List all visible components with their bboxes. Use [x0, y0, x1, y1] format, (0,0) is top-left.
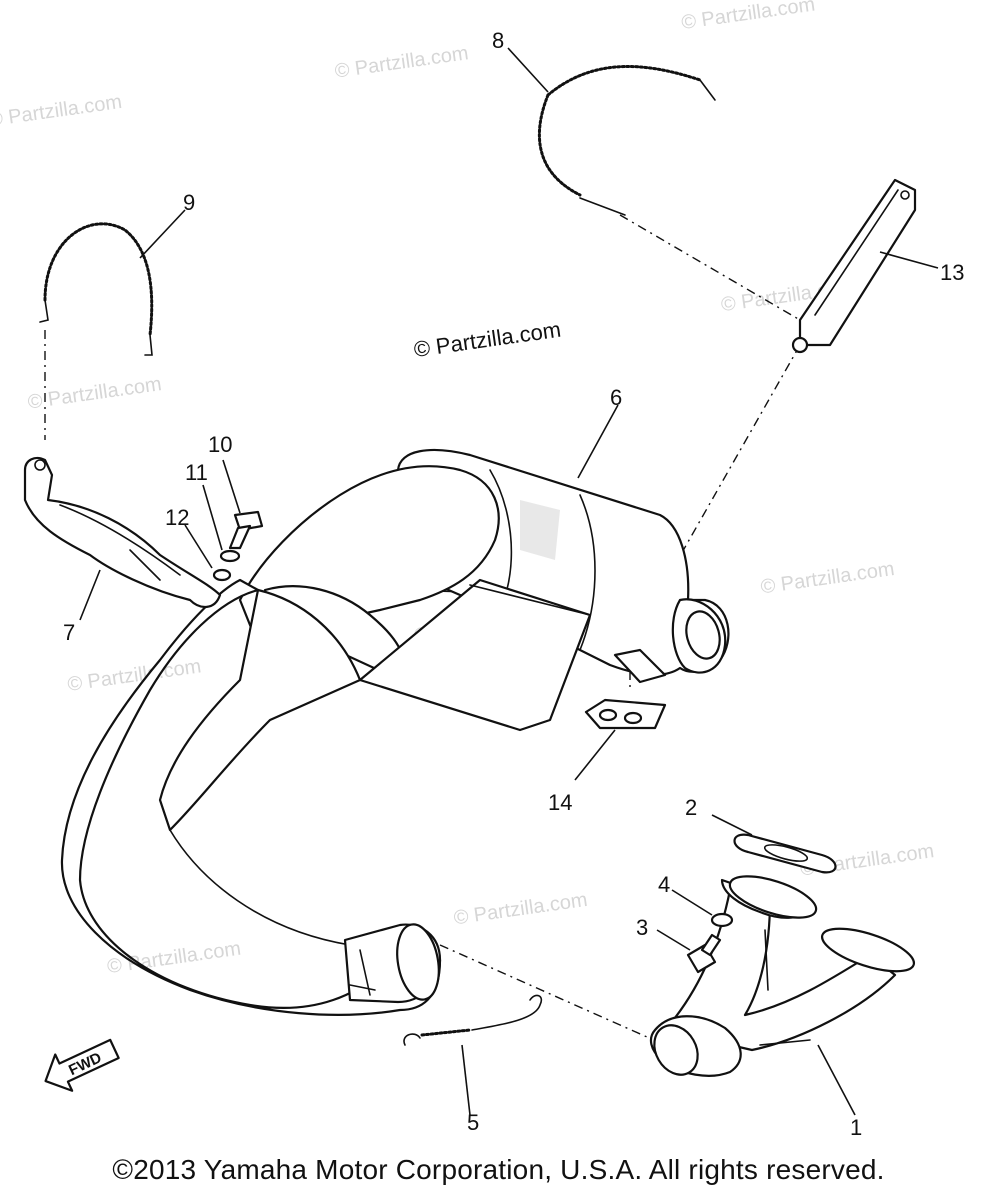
spring-upper	[537, 65, 716, 216]
callout-14: 14	[548, 790, 572, 815]
exhaust-manifold	[649, 875, 916, 1077]
callout-7: 7	[63, 620, 75, 645]
callout-9: 9	[183, 190, 195, 215]
washer	[710, 912, 734, 928]
callout-5: 5	[467, 1110, 479, 1135]
callout-3: 3	[636, 915, 648, 940]
callout-numbers: 8 9 13 6 10 11 12 7 14 2 4 3 5 1	[63, 28, 964, 1140]
damper-plate	[584, 698, 667, 730]
forward-arrow-icon: FWD	[44, 1038, 120, 1092]
center-watermark: © Partzilla.com	[412, 317, 562, 362]
callout-12: 12	[165, 505, 189, 530]
bolt	[686, 933, 722, 974]
callout-4: 4	[658, 872, 670, 897]
watermark: © Partzilla.com	[26, 373, 163, 414]
exhaust-pipe	[60, 578, 442, 1016]
watermark: © Partzilla.com	[66, 655, 203, 696]
watermark: © Partzilla.com	[333, 42, 470, 83]
callout-8: 8	[492, 28, 504, 53]
watermark: © Partzilla.com	[759, 558, 896, 599]
tension-spring	[403, 994, 543, 1046]
callout-11: 11	[185, 460, 208, 485]
callout-1: 1	[850, 1115, 862, 1140]
copyright-notice: ©2013 Yamaha Motor Corporation, U.S.A. A…	[112, 1154, 885, 1185]
watermark: © Partzilla.com	[680, 0, 817, 34]
leader-lines	[79, 47, 939, 1116]
callout-6: 6	[610, 385, 622, 410]
callout-2: 2	[685, 795, 697, 820]
muffler-bracket-left	[23, 456, 222, 608]
callout-10: 10	[208, 432, 232, 457]
callout-13: 13	[940, 260, 964, 285]
watermark: © Partzilla.com	[0, 91, 123, 132]
muffler-bracket-right	[791, 178, 917, 354]
gasket	[733, 833, 837, 874]
spring-left	[39, 222, 154, 356]
watermark: © Partzilla.com	[452, 889, 589, 930]
muffler	[238, 448, 730, 732]
bolt-washer-nut	[212, 510, 264, 582]
